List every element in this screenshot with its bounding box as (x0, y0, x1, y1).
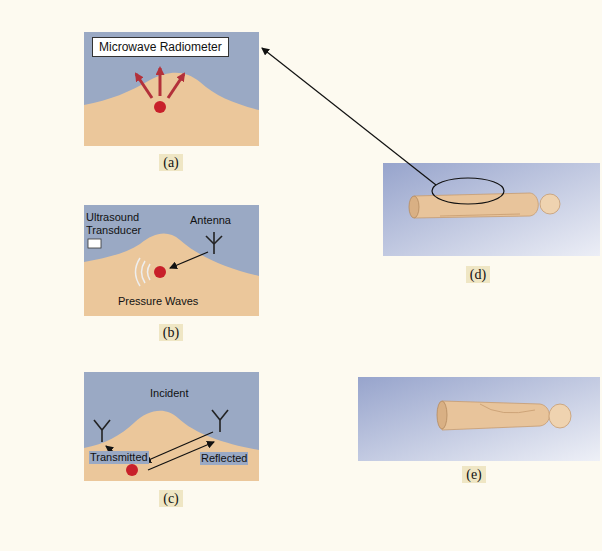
panel-d (262, 48, 600, 256)
part-label: Reflected (200, 452, 248, 465)
panel-caption: (e) (462, 466, 486, 483)
panel-e (358, 377, 600, 461)
part-label: Ultrasound Transducer (86, 211, 152, 237)
panel-caption: (c) (159, 490, 183, 507)
part-label: Transmitted (89, 451, 149, 464)
panel-a (84, 32, 259, 146)
part-label: Incident (150, 387, 189, 400)
panel-caption: (d) (466, 266, 490, 283)
panel-caption: (b) (159, 324, 183, 341)
antenna-symbol (206, 232, 222, 254)
ultrasound-transducer (88, 239, 101, 248)
part-label: Antenna (190, 214, 231, 227)
part-label: Pressure Waves (118, 295, 198, 308)
node-text: Microwave Radiometer (99, 40, 222, 54)
panel-c (84, 372, 259, 481)
instrument-box: Microwave Radiometer (92, 37, 229, 57)
panel-b (84, 205, 259, 316)
antenna-symbol (94, 410, 228, 442)
panel-caption: (a) (159, 154, 183, 171)
